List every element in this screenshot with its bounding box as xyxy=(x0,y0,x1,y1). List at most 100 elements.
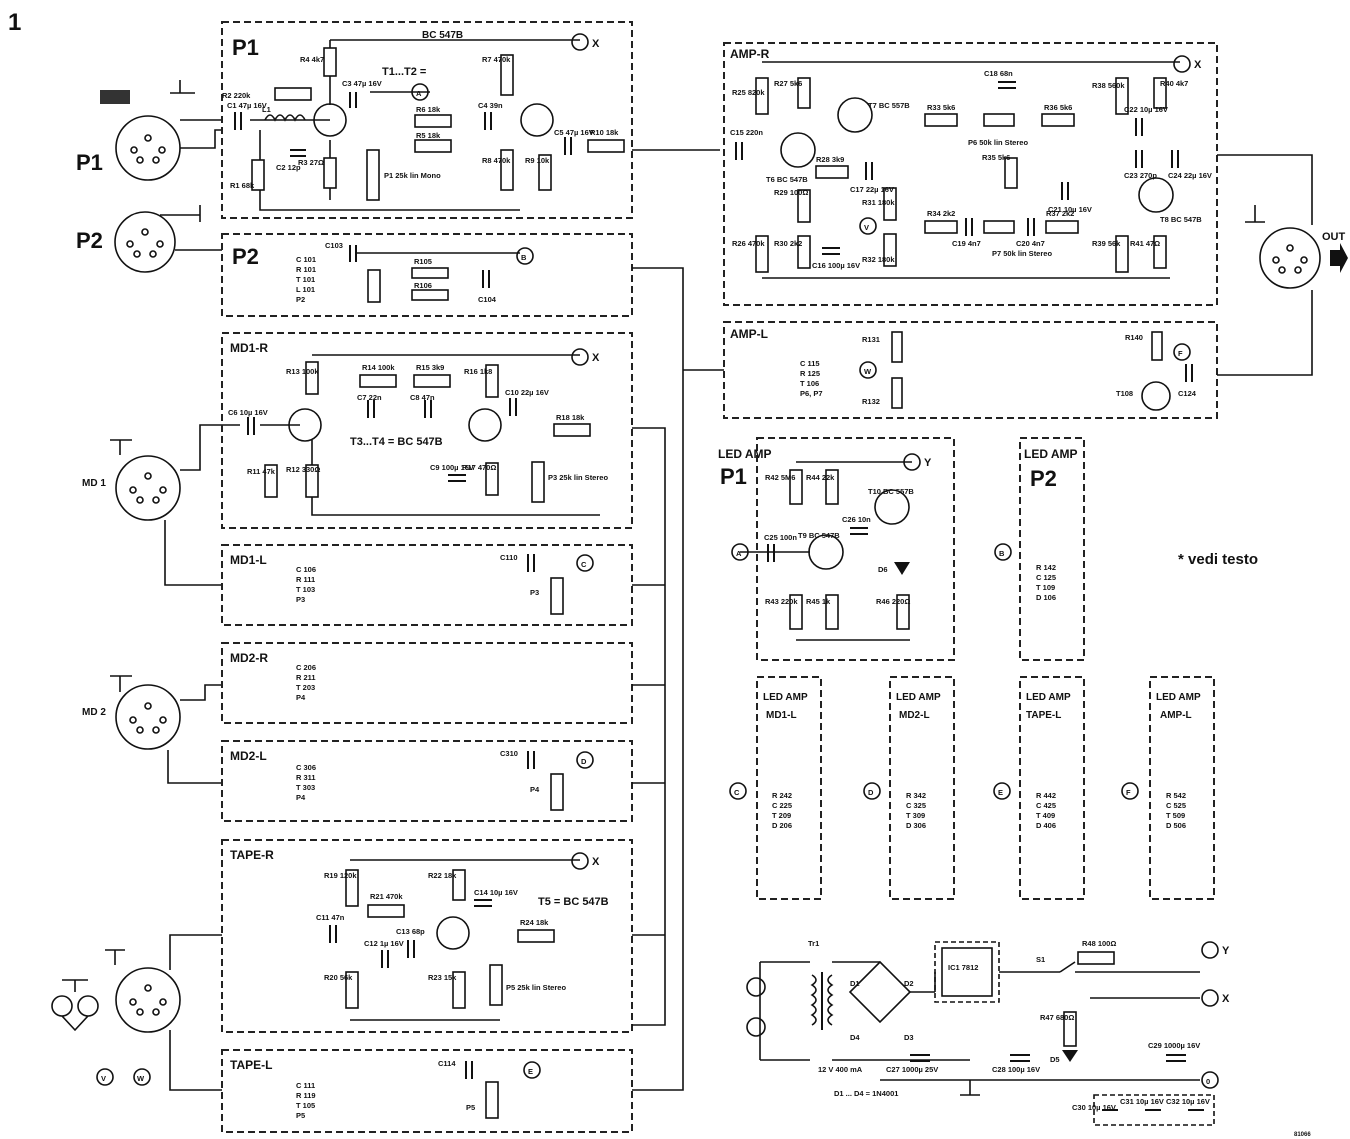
p1-input-connector: P1 xyxy=(76,80,195,181)
p1-r5: R5 18k xyxy=(416,131,441,140)
ampl-r131: R131 xyxy=(862,335,880,344)
ampl-part-0: C 115 xyxy=(800,359,820,368)
ampl-r132: R132 xyxy=(862,397,880,406)
tape-reel-icon xyxy=(51,979,99,1032)
ampr-c23: C23 270p xyxy=(1124,171,1157,180)
output-connector: OUT xyxy=(1217,154,1348,376)
ampl-c124: C124 xyxy=(1178,389,1197,398)
p2-node-b: B xyxy=(521,253,527,262)
ledamp1-t9: T9 BC 547B xyxy=(798,531,840,540)
ampr-r39: R39 56k xyxy=(1092,239,1121,248)
taper-c11: C11 47n xyxy=(316,913,345,922)
ledtapel-part-3: D 406 xyxy=(1036,821,1056,830)
ampl-node-w: W xyxy=(864,367,872,376)
md2l-cap: C310 xyxy=(500,749,518,758)
transistor-t5-icon xyxy=(436,916,470,950)
md1r-r11: R11 47k xyxy=(247,467,276,476)
output-arrow-icon xyxy=(1330,243,1348,273)
transistor-t108-icon xyxy=(1141,381,1171,411)
ampr-node-v: V xyxy=(864,223,869,232)
md2l-node-d: D xyxy=(581,757,587,766)
transistor-t6-icon xyxy=(780,132,816,168)
pot-p7-icon xyxy=(983,220,1015,234)
ledamp1-r44: R44 22k xyxy=(806,473,835,482)
p1-pot: P1 25k lin Mono xyxy=(384,171,441,180)
ampr-c15: C15 220n xyxy=(730,128,763,137)
p1-r4: R4 4k7 xyxy=(300,55,324,64)
ledamp2-part-1: C 125 xyxy=(1036,573,1056,582)
md1r-r14: R14 100k xyxy=(362,363,395,372)
psu-node-0: 0 xyxy=(1206,1077,1210,1086)
ampr-c19: C19 4n7 xyxy=(952,239,981,248)
tapel-cap: C114 xyxy=(438,1059,456,1068)
block-md1l xyxy=(221,544,633,626)
ampr-r30: R30 2k2 xyxy=(774,239,802,248)
md1r-c10: C10 22µ 16V xyxy=(505,388,549,397)
block-p1 xyxy=(221,21,633,219)
ampr-r31: R31 180k xyxy=(862,198,895,207)
psu-d5: D5 xyxy=(1050,1055,1060,1064)
tapel-part-0: C 111 xyxy=(296,1081,315,1090)
md2r-part-1: R 211 xyxy=(296,673,316,682)
md1r-pot: P3 25k lin Stereo xyxy=(548,473,608,482)
psu-node-x: X xyxy=(1222,993,1230,1005)
ledmd1l-part-2: T 209 xyxy=(772,811,791,820)
pot-p6-icon xyxy=(983,113,1015,127)
ampr-c20: C20 4n7 xyxy=(1016,239,1045,248)
pot-p1-icon xyxy=(366,149,380,201)
p1-c3: C3 47µ 16V xyxy=(342,79,382,88)
ledmd1l-title: LED AMP xyxy=(763,692,808,703)
ampr-r33: R33 5k6 xyxy=(927,103,955,112)
ledmd2l-node-d: D xyxy=(868,788,874,797)
block-p2 xyxy=(221,233,633,317)
ampl-part-1: R 125 xyxy=(800,369,820,378)
md1l-part-0: C 106 xyxy=(296,565,316,574)
ampr-c18: C18 68n xyxy=(984,69,1013,78)
ampr-c16: C16 100µ 16V xyxy=(812,261,860,270)
p1-node-x: X xyxy=(592,38,600,50)
ampr-r26: R26 470k xyxy=(732,239,765,248)
pot-p5-icon xyxy=(489,964,503,1006)
p2-part-2: T 101 xyxy=(296,275,315,284)
ledamp1-t10: T10 BC 557B xyxy=(868,487,914,496)
ampr-title: AMP-R xyxy=(730,47,770,61)
block-tapel xyxy=(221,1049,633,1133)
p1-circuit xyxy=(234,33,625,211)
taper-group-note: T5 = BC 547B xyxy=(538,896,609,908)
md1r-c8: C8 47n xyxy=(410,393,435,402)
block-taper xyxy=(221,839,633,1033)
ledmd1l-node-c: C xyxy=(734,788,740,797)
ampr-c17: C17 22µ 16V xyxy=(850,185,894,194)
vedi-testo-note: * vedi testo xyxy=(1178,551,1258,568)
p1-r1: R1 68k xyxy=(230,181,255,190)
ledamp1-d6: D6 xyxy=(878,565,888,574)
psu-node-y: Y xyxy=(1222,945,1230,957)
taper-r19: R19 120k xyxy=(324,871,357,880)
taper-c12: C12 1µ 16V xyxy=(364,939,404,948)
md2l-part-0: C 306 xyxy=(296,763,316,772)
md2l-part-3: P4 xyxy=(296,793,306,802)
md1r-r15: R15 3k9 xyxy=(416,363,444,372)
ampr-t7: T7 BC 557B xyxy=(868,101,910,110)
p1-title: P1 xyxy=(232,35,259,60)
p1-c5: C5 47µ 16V xyxy=(554,128,594,137)
p1-node-a: A xyxy=(416,89,422,98)
p2-c104: C104 xyxy=(478,295,497,304)
psu-c27: C27 1000µ 25V xyxy=(886,1065,938,1074)
ampr-r25: R25 820k xyxy=(732,88,765,97)
tapel-part-2: T 105 xyxy=(296,1101,315,1110)
ledamp1-r42: R42 5M6 xyxy=(765,473,795,482)
transistor-t2-icon xyxy=(520,103,554,137)
p1-input-label: P1 xyxy=(76,150,103,175)
ledamp2-part-2: T 109 xyxy=(1036,583,1055,592)
p1-r8: R8 470k xyxy=(482,156,511,165)
ledampl-part-2: T 509 xyxy=(1166,811,1185,820)
p1-r9: R9 10k xyxy=(525,156,550,165)
ledtapel-part-2: T 409 xyxy=(1036,811,1055,820)
bridge-rectifier-icon xyxy=(848,960,912,1024)
coil-l1-icon xyxy=(264,114,306,122)
transformer-primary-icon xyxy=(810,974,817,1026)
md1r-group-note: T3...T4 = BC 547B xyxy=(350,436,443,448)
md1r-c9: C9 100µ 16V xyxy=(430,463,474,472)
